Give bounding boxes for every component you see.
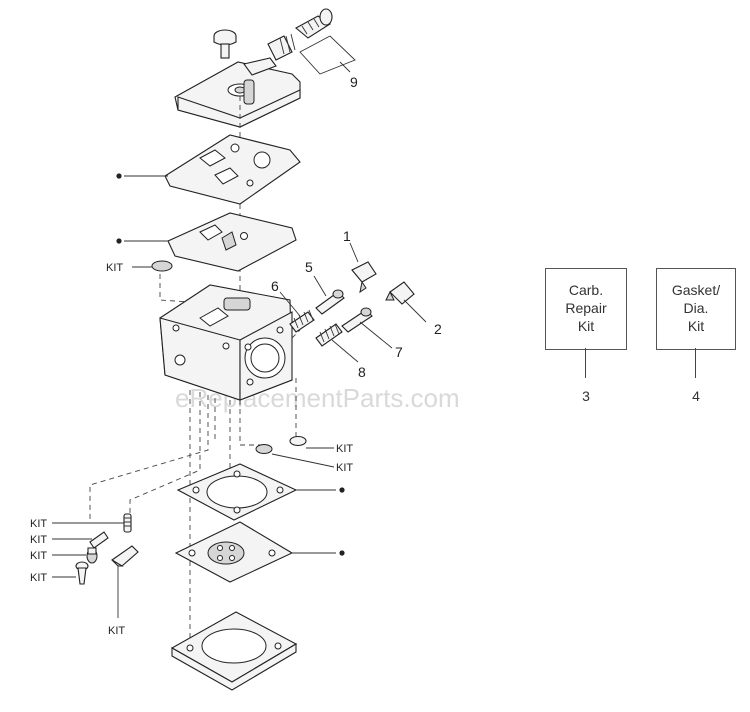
callout-4: 4 — [692, 388, 700, 404]
welch-plug — [151, 260, 173, 272]
small-plug-1 — [255, 444, 273, 454]
pump-cover — [170, 611, 298, 691]
callout-8: 8 — [358, 364, 366, 380]
callout-7: 7 — [395, 344, 403, 360]
part-2-clip — [385, 281, 415, 305]
kit-label-lever: KIT — [108, 625, 125, 637]
leader-9 — [299, 35, 356, 75]
part-1-clip — [351, 261, 377, 294]
kit-box-2-line-3: Kit — [687, 318, 705, 334]
carb-repair-kit-box: Carb. Repair Kit — [545, 268, 627, 350]
kit-label-needle: KIT — [30, 550, 47, 562]
kit-box-2-leader — [695, 348, 696, 378]
callout-9: 9 — [350, 74, 358, 90]
kit-label-spring: KIT — [30, 518, 47, 530]
pump-diaphragm — [174, 521, 294, 583]
callout-3: 3 — [582, 388, 590, 404]
kit-label-pin: KIT — [30, 534, 47, 546]
metering-cover — [174, 57, 301, 128]
kit-label-screw: KIT — [30, 572, 47, 584]
cover-screw — [213, 29, 237, 59]
callout-1: 1 — [343, 228, 351, 244]
lever-pin — [89, 531, 109, 549]
kit-box-1-line-1: Carb. — [568, 282, 604, 298]
small-plug-2 — [289, 435, 307, 447]
part-8-spring — [315, 323, 343, 347]
control-lever — [110, 545, 139, 567]
gasket-bullet-2 — [116, 238, 122, 244]
carburetor-body — [159, 284, 293, 401]
callout-2: 2 — [434, 321, 442, 337]
pump-gasket — [176, 463, 298, 521]
kit-label-plug-2: KIT — [336, 443, 353, 455]
part-7-needle — [341, 307, 373, 333]
callout-5: 5 — [305, 259, 313, 275]
part-6-spring — [289, 309, 315, 333]
gasket-bullet-1 — [116, 173, 122, 179]
callout-6: 6 — [271, 278, 279, 294]
metering-diaphragm — [167, 212, 297, 272]
lever-screw — [75, 561, 89, 585]
kit-box-1-line-2: Repair — [565, 300, 607, 316]
metering-gasket — [164, 134, 301, 205]
kit-box-1-leader — [585, 348, 586, 378]
gasket-dia-kit-box: Gasket/ Dia. Kit — [656, 268, 736, 350]
kit-box-2-line-2: Dia. — [683, 300, 709, 316]
kit-label-plug: KIT — [106, 262, 123, 274]
adjuster-screw-spring — [267, 8, 333, 61]
kit-box-1-line-3: Kit — [577, 318, 595, 334]
inlet-needle — [86, 547, 98, 564]
gasket-bullet-3 — [339, 487, 345, 493]
kit-label-plug-1: KIT — [336, 462, 353, 474]
gasket-bullet-4 — [339, 550, 345, 556]
kit-box-2-line-1: Gasket/ — [671, 282, 721, 298]
part-5-needle — [315, 289, 345, 315]
metering-spring — [123, 513, 132, 533]
